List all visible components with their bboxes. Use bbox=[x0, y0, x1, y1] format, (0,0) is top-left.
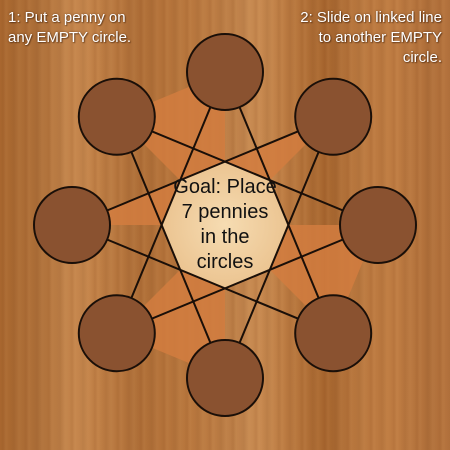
penny-circle-5[interactable] bbox=[77, 294, 156, 373]
instruction-step-1-line-2: any EMPTY circle. bbox=[8, 29, 132, 46]
penny-circle-2[interactable] bbox=[339, 186, 417, 264]
penny-circle-1[interactable] bbox=[294, 77, 373, 156]
instruction-step-2-line-1: 2: Slide on linked line bbox=[300, 9, 442, 26]
goal-line-4: circles bbox=[196, 251, 254, 273]
goal-line-1: Goal: Place bbox=[173, 176, 277, 198]
goal-line-3: in the bbox=[200, 226, 250, 248]
link-line-2 bbox=[116, 224, 379, 335]
penny-circle-7[interactable] bbox=[77, 77, 156, 156]
link-line-0 bbox=[224, 71, 335, 334]
instruction-step-2-line-2: to another EMPTY bbox=[318, 29, 442, 46]
center-octagon bbox=[161, 161, 289, 289]
penny-circles bbox=[33, 33, 417, 417]
link-line-6 bbox=[71, 115, 334, 226]
link-line-1 bbox=[224, 116, 335, 379]
penny-circle-6[interactable] bbox=[33, 186, 111, 264]
link-line-7 bbox=[116, 115, 379, 226]
instruction-step-1: 1: Put a penny on any EMPTY circle. bbox=[8, 8, 131, 48]
link-lines bbox=[71, 71, 379, 379]
penny-circle-4[interactable] bbox=[186, 339, 264, 417]
penny-circle-3[interactable] bbox=[294, 294, 373, 373]
penny-circle-0[interactable] bbox=[186, 33, 264, 111]
instruction-step-2: 2: Slide on linked line to another EMPTY… bbox=[300, 8, 442, 68]
center-region bbox=[161, 161, 289, 289]
goal-line-2: 7 pennies bbox=[181, 201, 269, 223]
instruction-step-2-line-3: circle. bbox=[402, 49, 442, 66]
link-line-5 bbox=[115, 71, 226, 334]
goal-text: Goal: Place 7 pennies in the circles bbox=[165, 175, 285, 275]
link-line-3 bbox=[71, 224, 334, 335]
link-line-4 bbox=[115, 116, 226, 379]
instruction-step-1-line-1: 1: Put a penny on bbox=[8, 9, 126, 26]
